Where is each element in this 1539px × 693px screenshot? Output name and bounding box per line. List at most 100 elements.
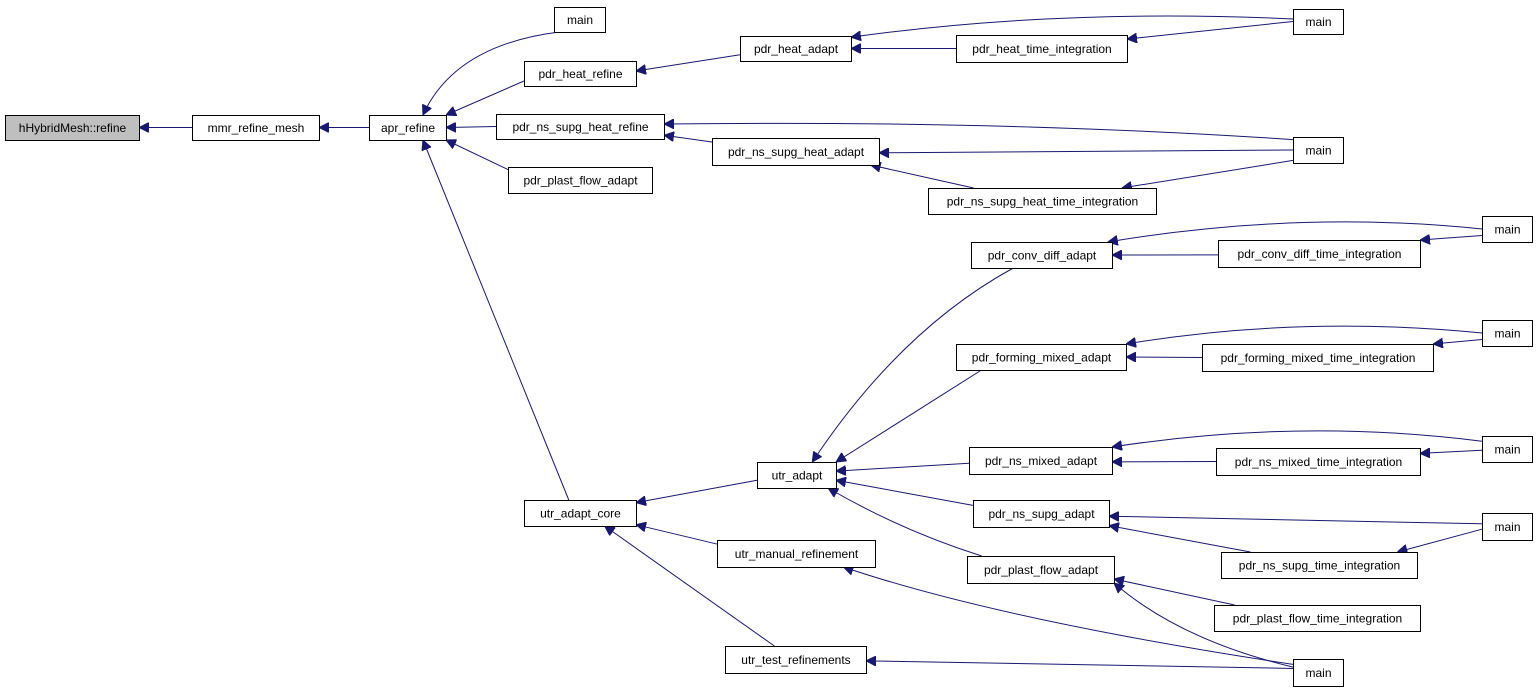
node-label: pdr_plast_flow_adapt: [984, 563, 1099, 577]
node-label: utr_adapt_core: [540, 507, 621, 521]
node-box: [1221, 552, 1418, 579]
call-edge-main6-to-pdr_ns_mixed_adapt: [1112, 430, 1483, 447]
node-main1[interactable]: main: [554, 7, 606, 33]
node-pdr-ns-supg-heat-time-integration[interactable]: pdr_ns_supg_heat_time_integration: [928, 188, 1157, 215]
node-label: pdr_ns_mixed_time_integration: [1235, 455, 1402, 469]
call-edge-main5-to-pdr_forming_mixed_adapt: [1126, 325, 1483, 344]
call-edge-main2-to-pdr_heat_adapt: [851, 15, 1294, 37]
node-label: pdr_ns_supg_heat_time_integration: [947, 195, 1138, 209]
node-pdr-forming-mixed-adapt[interactable]: pdr_forming_mixed_adapt: [956, 344, 1127, 371]
node-utr-adapt[interactable]: utr_adapt: [757, 462, 837, 489]
node-label: pdr_ns_supg_heat_refine: [512, 120, 648, 134]
call-edge-main5-to-pdr_forming_mixed_time_integration: [1433, 340, 1483, 345]
node-main5[interactable]: main: [1482, 320, 1533, 347]
call-edge-main4-to-pdr_conv_diff_adapt: [1108, 221, 1483, 242]
node-box: [967, 556, 1115, 584]
node-main6[interactable]: main: [1482, 436, 1533, 463]
node-utr-adapt-core[interactable]: utr_adapt_core: [524, 500, 637, 527]
node-label: main: [1305, 666, 1331, 680]
node-refine[interactable]: hHybridMesh::refine: [5, 115, 140, 141]
node-label: main: [567, 13, 593, 27]
node-pdr-ns-mixed-time-integration[interactable]: pdr_ns_mixed_time_integration: [1216, 448, 1421, 476]
node-box: [1293, 137, 1344, 164]
node-box: [5, 115, 140, 141]
node-main7[interactable]: main: [1482, 513, 1533, 541]
node-label: main: [1305, 144, 1331, 158]
node-pdr-forming-mixed-time-integration[interactable]: pdr_forming_mixed_time_integration: [1202, 344, 1434, 372]
call-edge-pdr_plast_flow_adapt_top-to-apr: [446, 140, 509, 171]
node-main3[interactable]: main: [1293, 137, 1344, 164]
node-box: [1293, 659, 1344, 687]
call-edge-main4-to-pdr_conv_diff_time_integration: [1420, 236, 1483, 241]
node-box: [524, 61, 637, 87]
node-pdr-heat-adapt[interactable]: pdr_heat_adapt: [740, 36, 852, 62]
call-edge-utr_manual_refinement-to-utr_adapt_core: [636, 525, 718, 545]
node-pdr-conv-diff-time-integration[interactable]: pdr_conv_diff_time_integration: [1218, 240, 1421, 268]
node-main8[interactable]: main: [1293, 659, 1344, 687]
call-edge-utr_adapt-to-utr_adapt_core: [636, 479, 758, 502]
node-label: main: [1494, 443, 1520, 457]
node-label: pdr_forming_mixed_adapt: [972, 351, 1112, 365]
call-edge-main1-to-apr: [423, 31, 560, 115]
node-main4[interactable]: main: [1482, 216, 1533, 243]
node-pdr-heat-refine[interactable]: pdr_heat_refine: [524, 61, 637, 87]
node-box: [508, 167, 653, 194]
call-edge-main6-to-pdr_ns_mixed_time_integration: [1420, 450, 1483, 453]
call-edge-pdr_ns_supg_heat_adapt-to-pdr_ns_supg_heat_refine: [664, 135, 713, 143]
node-box: [956, 35, 1128, 63]
node-box: [369, 115, 447, 141]
call-edge-main3-to-pdr_ns_supg_heat_time_integration: [1122, 159, 1294, 188]
call-edge-pdr_ns_supg_time_integration-to-pdr_ns_supg_adapt: [1109, 526, 1251, 553]
node-box: [717, 540, 876, 568]
call-edge-main8-to-utr_manual_refinement: [843, 567, 1294, 665]
node-box: [971, 242, 1113, 269]
node-box: [1218, 240, 1421, 268]
node-pdr-plast-flow-adapt-top[interactable]: pdr_plast_flow_adapt: [508, 167, 653, 194]
call-edge-pdr_conv_diff_adapt-to-utr_adapt: [812, 267, 1014, 462]
node-pdr-ns-supg-heat-adapt[interactable]: pdr_ns_supg_heat_adapt: [712, 138, 880, 166]
node-label: mmr_refine_mesh: [208, 121, 305, 135]
node-box: [973, 500, 1110, 528]
node-label: apr_refine: [381, 121, 435, 135]
node-box: [757, 462, 837, 489]
node-box: [969, 447, 1113, 475]
call-edge-pdr_ns_supg_heat_time_integration-to-pdr_ns_supg_heat_adapt: [871, 165, 974, 189]
node-pdr-plast-flow-adapt[interactable]: pdr_plast_flow_adapt: [967, 556, 1115, 584]
node-pdr-ns-supg-heat-refine[interactable]: pdr_ns_supg_heat_refine: [496, 114, 665, 140]
call-edge-utr_adapt_core-to-apr: [423, 140, 570, 501]
node-label: utr_manual_refinement: [735, 547, 859, 561]
node-main2[interactable]: main: [1293, 9, 1344, 35]
node-box: [524, 500, 637, 527]
node-label: pdr_ns_supg_heat_adapt: [728, 145, 865, 159]
call-edge-pdr_ns_mixed_adapt-to-utr_adapt: [836, 462, 970, 471]
node-apr[interactable]: apr_refine: [369, 115, 447, 141]
node-utr-manual-refinement[interactable]: utr_manual_refinement: [717, 540, 876, 568]
node-box: [192, 115, 320, 141]
node-box: [1293, 9, 1344, 35]
node-mmr[interactable]: mmr_refine_mesh: [192, 115, 320, 141]
node-pdr-ns-supg-time-integration[interactable]: pdr_ns_supg_time_integration: [1221, 552, 1418, 579]
node-pdr-conv-diff-adapt[interactable]: pdr_conv_diff_adapt: [971, 242, 1113, 269]
node-label: utr_adapt: [772, 469, 823, 483]
node-label: utr_test_refinements: [741, 653, 850, 667]
call-edge-pdr_plast_flow_time_integration-to-pdr_plast_flow_adapt: [1114, 579, 1235, 606]
node-box: [1482, 216, 1533, 243]
call-edge-pdr_forming_mixed_time_integration-to-pdr_forming_mixed_adapt: [1126, 357, 1203, 358]
call-edge-main3-to-pdr_ns_supg_heat_adapt: [879, 150, 1294, 153]
call-edge-main7-to-pdr_ns_supg_adapt: [1109, 516, 1483, 525]
node-pdr-plast-flow-time-integration[interactable]: pdr_plast_flow_time_integration: [1214, 605, 1421, 632]
call-edge-pdr_forming_mixed_adapt-to-utr_adapt: [836, 369, 982, 462]
node-box: [725, 646, 867, 674]
node-pdr-heat-time-integration[interactable]: pdr_heat_time_integration: [956, 35, 1128, 63]
node-label: pdr_plast_flow_time_integration: [1233, 612, 1402, 626]
node-pdr-ns-mixed-adapt[interactable]: pdr_ns_mixed_adapt: [969, 447, 1113, 475]
node-box: [740, 36, 852, 62]
call-edge-main2-to-pdr_heat_time_integration: [1127, 21, 1294, 40]
node-box: [1482, 436, 1533, 463]
node-utr-test-refinements[interactable]: utr_test_refinements: [725, 646, 867, 674]
node-pdr-ns-supg-adapt[interactable]: pdr_ns_supg_adapt: [973, 500, 1110, 528]
node-box: [712, 138, 880, 166]
node-box: [1482, 513, 1533, 541]
node-label: pdr_ns_supg_time_integration: [1239, 559, 1400, 573]
node-label: main: [1494, 520, 1520, 534]
